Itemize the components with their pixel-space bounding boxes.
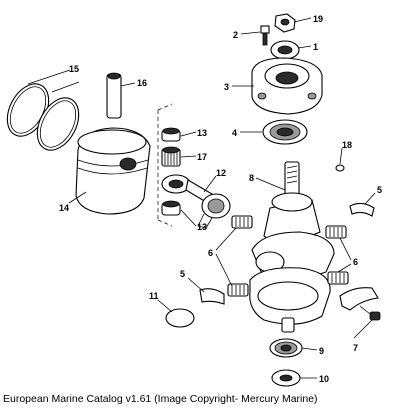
connecting-rod-part xyxy=(161,174,231,229)
callout-8: 8 xyxy=(249,173,254,183)
retaining-ring-part xyxy=(165,308,195,328)
callout-1: 1 xyxy=(313,42,318,52)
callout-6-second: 6 xyxy=(353,257,358,267)
callout-5: 5 xyxy=(377,185,382,195)
main-bearing-cage-right-lower xyxy=(327,271,349,285)
thrust-washer-upper-part xyxy=(161,127,181,142)
oil-seal-part xyxy=(270,40,300,60)
race-right-upper xyxy=(349,202,375,217)
callout-2: 2 xyxy=(233,30,238,40)
lower-oil-seal-part xyxy=(271,369,301,387)
rod-cap-part xyxy=(339,287,379,311)
callout-16: 16 xyxy=(137,78,147,88)
callout-17: 17 xyxy=(197,152,207,162)
race-left-lower xyxy=(199,288,225,305)
callout-11: 11 xyxy=(149,291,159,301)
callout-13: 13 xyxy=(197,128,207,138)
callout-7: 7 xyxy=(353,343,358,353)
cap-screw-part xyxy=(359,305,381,321)
callout-12: 12 xyxy=(216,168,226,178)
callout-14: 14 xyxy=(59,203,69,213)
callout-13-second: 13 xyxy=(197,222,207,232)
upper-ball-bearing-part xyxy=(262,119,308,145)
callout-9: 9 xyxy=(319,346,324,356)
lower-ball-bearing-part xyxy=(269,338,303,358)
callout-15: 15 xyxy=(69,64,79,74)
woodruff-key-part xyxy=(335,164,345,172)
callout-3: 3 xyxy=(224,82,229,92)
main-bearing-cage-left-lower xyxy=(227,283,249,297)
callout-19: 19 xyxy=(313,14,323,24)
needle-bearing-part xyxy=(161,146,181,167)
main-bearing-cage-left-upper xyxy=(231,215,253,229)
locknut-part xyxy=(274,13,296,33)
crankshaft-part xyxy=(249,161,335,333)
screw-part xyxy=(260,25,270,46)
callout-4: 4 xyxy=(232,128,237,138)
main-bearing-cage-right-upper xyxy=(325,225,347,239)
callout-6: 6 xyxy=(208,248,213,258)
piston-part xyxy=(75,127,151,215)
piston-rings-part xyxy=(6,83,80,151)
callout-18: 18 xyxy=(342,140,352,150)
piston-pin-part xyxy=(106,72,122,119)
image-caption: European Marine Catalog v1.61 (Image Cop… xyxy=(3,393,318,405)
end-cap-part xyxy=(251,57,323,115)
callout-5-second: 5 xyxy=(180,269,185,279)
thrust-washer-lower-part xyxy=(161,200,181,216)
exploded-parts-diagram: 1 2 3 4 5 6 7 8 9 10 11 12 13 14 15 16 1… xyxy=(6,13,382,387)
callout-10: 10 xyxy=(319,374,329,384)
